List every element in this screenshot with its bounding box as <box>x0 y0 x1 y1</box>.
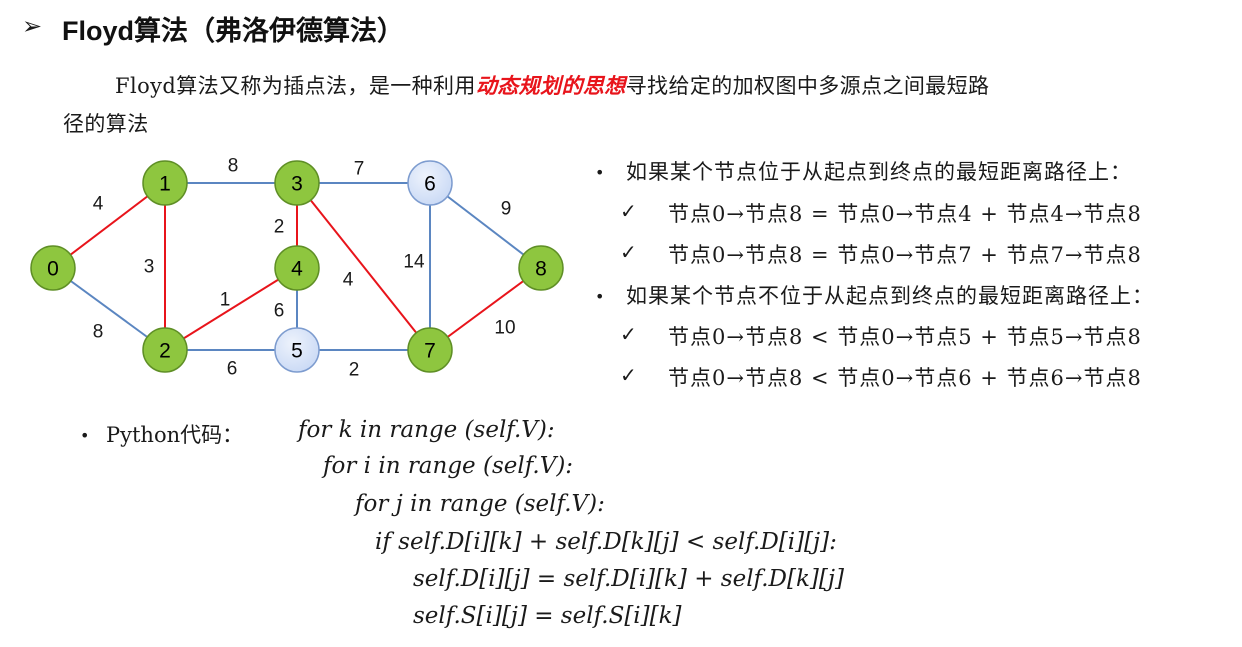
page-title: Floyd算法（弗洛伊德算法） <box>62 16 404 46</box>
node-label: 3 <box>291 173 303 196</box>
graph-edge-3-7 <box>296 182 431 351</box>
graph-node-1: 1 <box>142 160 188 206</box>
node-circle <box>142 160 188 206</box>
intro-text-part2: 寻找给定的加权图中多源点之间最短路 <box>625 74 990 98</box>
node-label: 4 <box>291 258 303 281</box>
edge-weight-label: 10 <box>494 318 515 339</box>
check-icon: ✓ <box>620 199 637 223</box>
graph-edge-0-2 <box>52 267 166 351</box>
condition-2-item-2: 节点0→节点8 < 节点0→节点6 + 节点6→节点8 <box>668 366 1142 390</box>
node-label: 1 <box>159 173 171 196</box>
condition-2-item-1: 节点0→节点8 < 节点0→节点5 + 节点5→节点8 <box>668 325 1142 349</box>
edge-weight-label: 8 <box>93 322 104 343</box>
node-circle <box>407 327 453 373</box>
graph-edge-2-4 <box>164 267 298 351</box>
edge-weight-label: 14 <box>403 252 425 273</box>
node-circle <box>30 245 76 291</box>
check-icon: ✓ <box>620 240 637 264</box>
edge-weight-label: 7 <box>354 159 365 180</box>
node-circle <box>274 160 320 206</box>
condition-2-bullet: • <box>595 287 605 306</box>
node-circle <box>407 160 453 206</box>
edge-weight-label: 9 <box>501 199 512 220</box>
node-label: 2 <box>159 340 171 363</box>
graph-node-8: 8 <box>518 245 564 291</box>
edge-weight-label: 2 <box>349 360 360 381</box>
code-line-6: self.S[i][j] = self.S[i][k] <box>413 603 682 629</box>
node-label: 7 <box>424 340 436 363</box>
condition-2-text: 如果某个节点不位于从起点到终点的最短距离路径上： <box>626 284 1154 308</box>
graph-node-5: 5 <box>274 327 320 373</box>
node-circle <box>518 245 564 291</box>
condition-1-bullet: • <box>595 163 605 182</box>
intro-text-part1: Floyd算法又称为插点法，是一种利用 <box>115 74 476 98</box>
node-circle <box>142 327 188 373</box>
edge-weight-label: 8 <box>228 156 239 177</box>
edge-weight-label: 4 <box>93 194 104 215</box>
graph-node-3: 3 <box>274 160 320 206</box>
graph-edge-6-8 <box>429 182 542 269</box>
edge-weight-label: 2 <box>274 217 285 238</box>
intro-line-2: 径的算法 <box>63 112 149 136</box>
code-line-1: for k in range (self.V): <box>298 417 555 443</box>
check-icon: ✓ <box>620 363 637 387</box>
graph-node-0: 0 <box>30 245 76 291</box>
condition-1-item-2: 节点0→节点8 = 节点0→节点7 + 节点7→节点8 <box>668 243 1142 267</box>
graph-node-2: 2 <box>142 327 188 373</box>
condition-1-text: 如果某个节点位于从起点到终点的最短距离路径上： <box>626 160 1132 184</box>
node-label: 8 <box>535 258 547 281</box>
node-label: 6 <box>424 173 436 196</box>
node-label: 0 <box>47 258 59 281</box>
code-line-5: self.D[i][j] = self.D[i][k] + self.D[k][… <box>413 566 844 592</box>
code-line-3: for j in range (self.V): <box>355 491 605 517</box>
code-line-4: if self.D[i][k] + self.D[k][j] < self.D[… <box>375 529 837 555</box>
graph-edge-0-1 <box>52 182 166 269</box>
node-label: 5 <box>291 340 303 363</box>
condition-1-item-1: 节点0→节点8 = 节点0→节点4 + 节点4→节点8 <box>668 202 1142 226</box>
title-bullet-icon: ➢ <box>22 12 43 40</box>
edge-weight-label: 6 <box>227 359 238 380</box>
python-bullet: • <box>80 426 90 445</box>
edge-weight-label: 6 <box>274 301 285 322</box>
check-icon: ✓ <box>620 322 637 346</box>
intro-line-1: Floyd算法又称为插点法，是一种利用动态规划的思想寻找给定的加权图中多源点之间… <box>115 70 989 100</box>
code-line-2: for i in range (self.V): <box>323 453 574 479</box>
graph-node-6: 6 <box>407 160 453 206</box>
node-circle <box>274 245 320 291</box>
node-circle <box>274 327 320 373</box>
intro-highlight: 动态规划的思想 <box>475 73 626 98</box>
edge-weight-label: 1 <box>220 290 231 311</box>
graph-node-7: 7 <box>407 327 453 373</box>
edge-weight-label: 4 <box>343 270 354 291</box>
graph-edge-7-8 <box>429 267 542 351</box>
graph-node-4: 4 <box>274 245 320 291</box>
edge-weight-label: 3 <box>144 257 155 278</box>
python-label: Python代码： <box>106 423 244 447</box>
